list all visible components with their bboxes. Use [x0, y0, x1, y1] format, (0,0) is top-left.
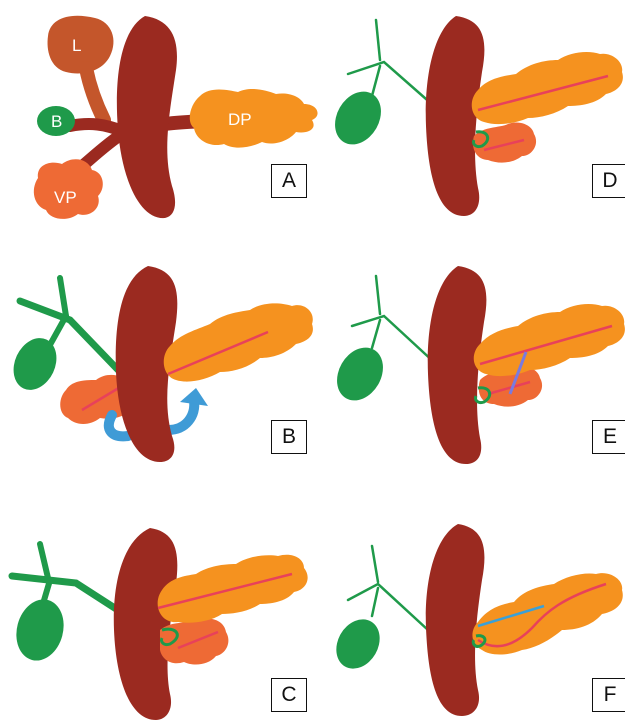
rotation-arrow-right: [168, 400, 194, 430]
duodenum: [426, 524, 485, 716]
rotation-arrowhead: [180, 388, 208, 406]
duodenum: [114, 528, 178, 720]
dorsal-pancreas: [472, 52, 623, 124]
panel-b-diagram: [0, 240, 312, 480]
panel-f: F: [312, 480, 624, 720]
dorsal-pancreas-label: DP: [228, 110, 252, 129]
bile-duct-tree: [12, 544, 124, 614]
dorsal-pancreas: [164, 303, 313, 381]
gallbladder: [5, 331, 64, 397]
gallbladder: [10, 594, 70, 666]
panel-c-label: C: [271, 678, 307, 712]
bile-duct-tree: [348, 546, 428, 630]
panel-a: L B VP DP A: [0, 0, 312, 240]
panel-b-label: B: [271, 420, 307, 454]
panel-c-diagram: [0, 480, 312, 720]
duodenum: [117, 16, 177, 218]
hepatic-duct: [86, 68, 104, 120]
panel-a-label: A: [271, 164, 307, 198]
panel-d-label: D: [592, 164, 625, 198]
gallbladder-label: B: [51, 112, 62, 131]
panel-f-diagram: [312, 480, 624, 720]
panel-c: C: [0, 480, 312, 720]
panel-f-label: F: [592, 678, 625, 712]
dorsal-pancreas: [474, 304, 625, 376]
ventral-pancreas-label: VP: [54, 188, 77, 207]
gallbladder: [328, 339, 392, 408]
dorsal-pancreas: [190, 89, 318, 148]
liver-label: L: [72, 36, 81, 55]
gallbladder: [328, 611, 389, 676]
ventral-pancreas: [473, 122, 536, 162]
panel-e: E: [312, 240, 624, 480]
panel-a-diagram: L B VP DP: [0, 0, 312, 240]
panel-e-diagram: [312, 240, 624, 480]
gallbladder: [326, 83, 390, 152]
panel-d: D: [312, 0, 624, 240]
panel-e-label: E: [592, 420, 625, 454]
panel-d-diagram: [312, 0, 624, 240]
panel-b: B: [0, 240, 312, 480]
